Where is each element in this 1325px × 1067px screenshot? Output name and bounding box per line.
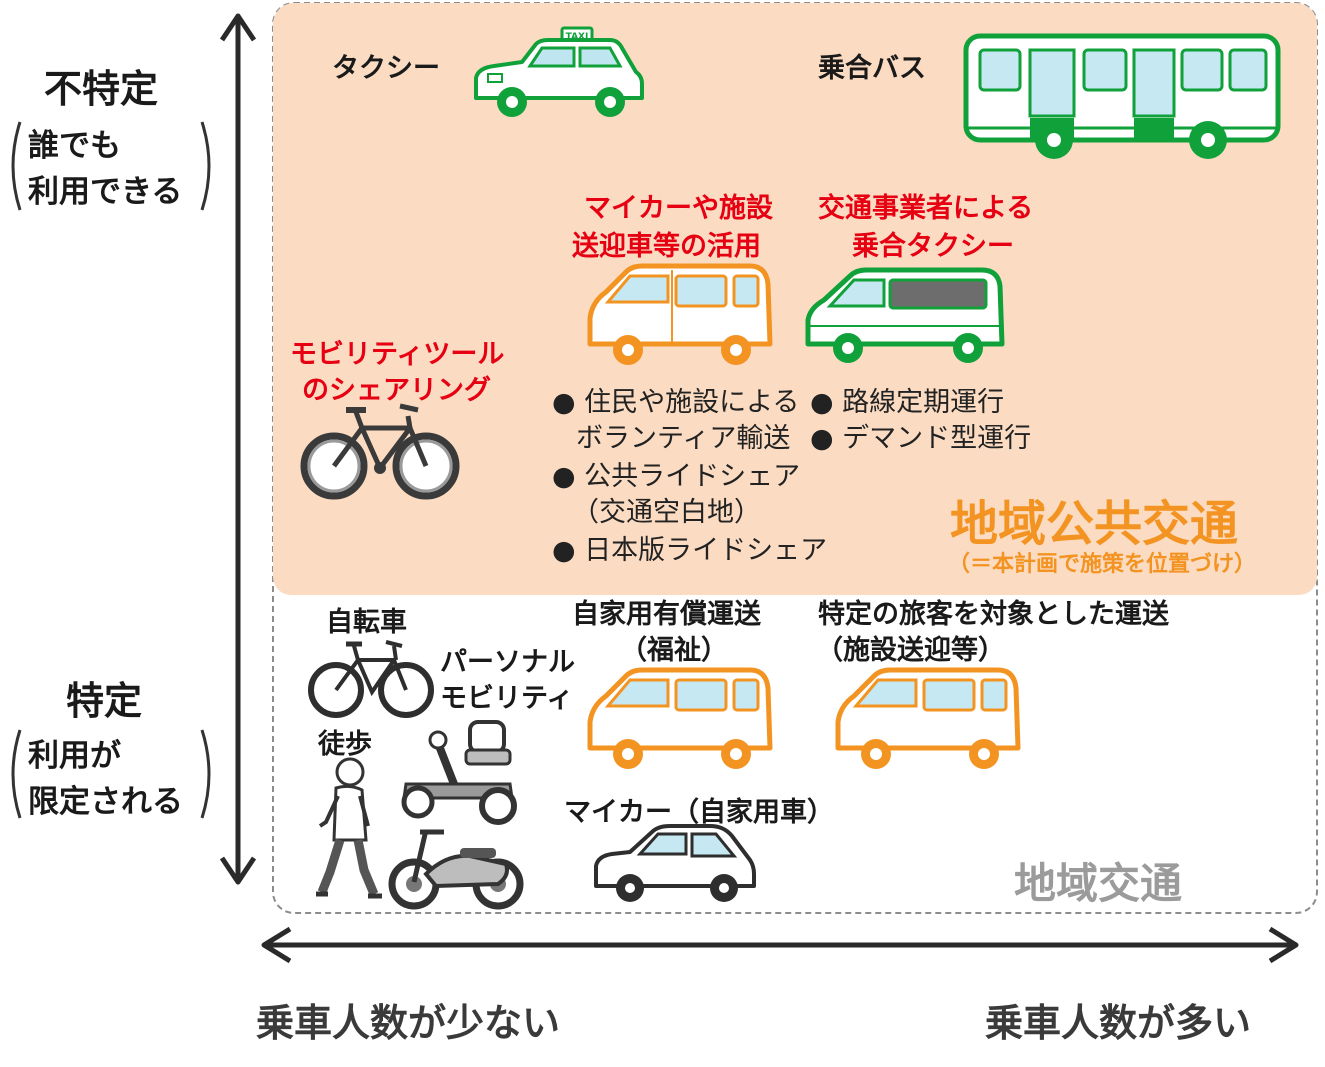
- shared-taxi-van-icon: [805, 267, 1005, 363]
- axis-top-label: 不特定: [44, 67, 159, 111]
- private-paid-label-1: 自家用有償運送: [572, 599, 761, 630]
- welfare-van-icon: [587, 667, 773, 769]
- bus-icon: [963, 33, 1281, 159]
- mycar-facility-bullet-1: ● 住民や施設による: [552, 387, 800, 418]
- private-car-icon: [594, 824, 756, 902]
- taxi-label: タクシー: [332, 53, 440, 84]
- private-paid-label-2: （福祉）: [620, 635, 728, 666]
- local-transport-title: 地域交通: [1014, 859, 1183, 908]
- axis-bottom-sub-1: 利用が: [28, 738, 121, 774]
- axis-right-label: 乗車人数が多い: [985, 1001, 1252, 1045]
- bicycle-label: 自転車: [326, 607, 407, 638]
- personal-mobility-label-1: パーソナル: [440, 647, 575, 678]
- specific-transport-label-2: （施設送迎等）: [816, 635, 1005, 666]
- axis-bottom-sub-2: 限定される: [28, 784, 183, 820]
- taxi-sign-text: TAXI: [566, 32, 589, 42]
- facility-van-icon: [835, 667, 1021, 769]
- shared-taxi-label-2: 乗合タクシー: [852, 231, 1014, 262]
- mycar-facility-bullet-1-cont: ボランティア輸送: [576, 423, 791, 454]
- mycar-facility-label-2: 送迎車等の活用: [572, 231, 761, 262]
- shared-taxi-label-1: 交通事業者による: [818, 193, 1034, 224]
- left-paren-icon: [11, 121, 22, 211]
- left-paren-icon: [11, 729, 22, 819]
- horizontal-axis-arrow: [261, 926, 1299, 964]
- specific-transport-label-1: 特定の旅客を対象とした運送: [818, 599, 1169, 630]
- shared-taxi-bullet-2: ● デマンド型運行: [810, 423, 1032, 454]
- right-paren-icon: [200, 121, 211, 211]
- vertical-axis-arrow: [219, 13, 257, 885]
- public-transport-title: 地域公共交通: [950, 496, 1239, 552]
- taxi-icon: TAXI: [474, 26, 644, 117]
- public-transport-subtitle: （＝本計画で施策を位置づけ）: [948, 552, 1257, 577]
- mobility-scooter-icon: [401, 720, 517, 825]
- bicycle-gray-icon: [300, 403, 460, 500]
- mycar-facility-bullet-3: ● 日本版ライドシェア: [552, 535, 828, 566]
- right-paren-icon: [200, 729, 211, 819]
- mycar-facility-bullet-2-cont: （交通空白地）: [572, 497, 761, 528]
- moped-icon: [388, 829, 524, 910]
- shared-taxi-bullet-1: ● 路線定期運行: [810, 387, 1005, 418]
- bus-label: 乗合バス: [818, 53, 926, 84]
- mycar-facility-bullet-2: ● 公共ライドシェア: [552, 461, 801, 492]
- mobility-sharing-label-2: のシェアリング: [302, 375, 491, 406]
- mycar-facility-label-1: マイカーや施設: [584, 193, 773, 224]
- axis-bottom-label: 特定: [66, 679, 143, 723]
- personal-mobility-label-2: モビリティ: [440, 683, 574, 714]
- mycar-label: マイカー（自家用車）: [564, 797, 834, 828]
- minivan-orange-icon: [587, 263, 773, 365]
- walking-label: 徒歩: [318, 729, 372, 760]
- axis-left-label: 乗車人数が少ない: [256, 1001, 561, 1045]
- bicycle-icon: [308, 640, 434, 718]
- mobility-sharing-label-1: モビリティツール: [290, 339, 505, 370]
- axis-top-sub-1: 誰でも: [28, 128, 121, 164]
- walking-person-icon: [316, 757, 382, 899]
- axis-top-sub-2: 利用できる: [28, 174, 183, 210]
